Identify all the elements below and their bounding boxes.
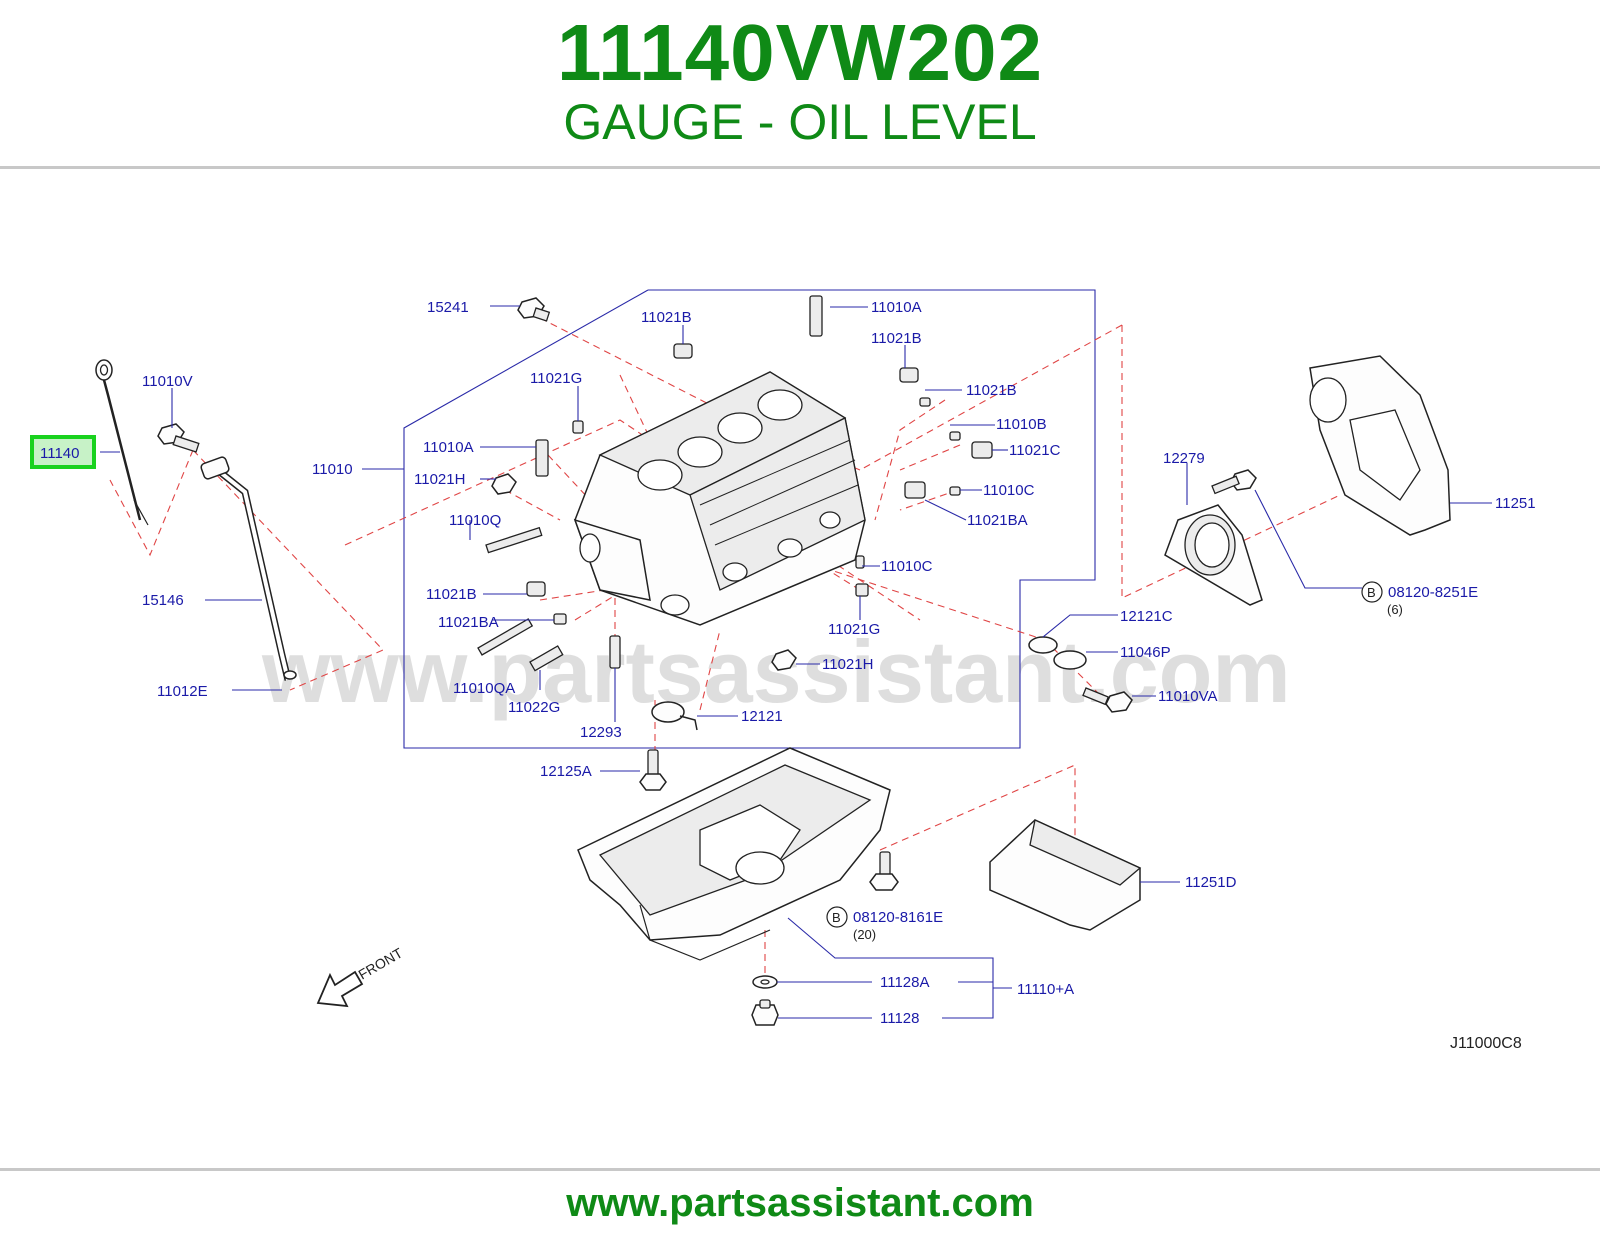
front-label: FRONT — [356, 944, 406, 982]
header-divider — [0, 166, 1600, 169]
part-label[interactable]: 11010V — [142, 373, 193, 390]
part-number-title: 11140VW202 — [557, 8, 1043, 97]
oil-pan-part — [577, 747, 891, 961]
part-label[interactable]: 11021G — [828, 621, 880, 638]
part-label[interactable]: 12121 — [741, 708, 783, 725]
drain-plug-parts — [751, 975, 779, 1026]
bolt-11010v-part — [157, 423, 200, 453]
rear-plate-part — [1309, 355, 1451, 536]
part-label[interactable]: 12121C — [1120, 608, 1173, 625]
front-direction-indicator: FRONT — [316, 944, 406, 1008]
oil-level-gauge-part — [95, 359, 149, 526]
part-label[interactable]: 11021B — [426, 586, 477, 603]
oil-baffle-part — [989, 819, 1142, 931]
part-label[interactable]: 11010C — [881, 558, 933, 575]
part-label[interactable]: 12279 — [1163, 450, 1205, 467]
footer-divider — [0, 1168, 1600, 1171]
part-label[interactable]: 11021BA — [438, 614, 499, 631]
highlight-box — [30, 435, 96, 469]
part-label[interactable]: 11010A — [423, 439, 474, 456]
part-label[interactable]: 11010VA — [1158, 688, 1218, 705]
drawing-code: J11000C8 — [1450, 1035, 1522, 1052]
part-label[interactable]: 15146 — [142, 592, 184, 609]
part-label[interactable]: 11021C — [1009, 442, 1061, 459]
stud-bolt-parts — [477, 295, 1257, 891]
part-label[interactable]: 11021BA — [967, 512, 1028, 529]
quantity-note: (20) — [853, 927, 876, 942]
part-label[interactable]: 11010C — [983, 482, 1035, 499]
part-label[interactable]: 11021B — [641, 309, 692, 326]
cylinder-block-part — [573, 371, 866, 626]
part-label[interactable]: 12293 — [580, 724, 622, 741]
bolt-15241-part — [517, 297, 551, 322]
part-label[interactable]: 11022G — [508, 699, 560, 716]
bolt-group-marker: B — [832, 910, 841, 925]
part-label[interactable]: 11021G — [530, 370, 582, 387]
gauge-guide-tube-part — [200, 456, 297, 681]
watermark: www.partsassistant.com — [261, 622, 1291, 721]
part-label[interactable]: 11010Q — [449, 512, 501, 529]
oil-strainer-gasket-part — [1028, 636, 1087, 670]
part-label[interactable]: 11251D — [1185, 874, 1237, 891]
leader-lines — [100, 305, 1492, 1019]
part-label[interactable]: 11021H — [822, 656, 873, 673]
part-label[interactable]: 11021B — [966, 382, 1017, 399]
part-label[interactable]: 08120-8161E — [853, 909, 943, 926]
part-labels: 15241 11021B 11010A 11021B 11010V 11140 … — [40, 299, 1536, 1027]
part-label[interactable]: 11251 — [1495, 495, 1536, 512]
quantity-note: (6) — [1387, 602, 1403, 617]
part-label[interactable]: 11110+A — [1017, 981, 1074, 998]
website-footer-link[interactable]: www.partsassistant.com — [566, 1181, 1034, 1225]
part-label[interactable]: 12125A — [540, 763, 592, 780]
part-name-subtitle: GAUGE - OIL LEVEL — [563, 94, 1037, 150]
part-label[interactable]: 11010QA — [453, 680, 515, 697]
rear-seal-retainer-part — [1164, 504, 1263, 606]
part-label[interactable]: 11021B — [871, 330, 922, 347]
bolt-group-marker: B — [1367, 585, 1376, 600]
part-label[interactable]: 11010B — [996, 416, 1047, 433]
part-label[interactable]: 08120-8251E — [1388, 584, 1478, 601]
part-label[interactable]: 11128 — [880, 1010, 920, 1027]
block-group-outline — [403, 289, 1096, 749]
part-label[interactable]: 11010A — [871, 299, 922, 316]
oil-strainer-part — [651, 701, 698, 731]
part-label[interactable]: 11021H — [414, 471, 465, 488]
part-label[interactable]: 11046P — [1120, 644, 1171, 661]
part-label[interactable]: 11010 — [312, 461, 353, 478]
part-label-selected[interactable]: 11140 — [40, 445, 80, 462]
part-label[interactable]: 11128A — [880, 974, 930, 991]
part-label[interactable]: 15241 — [427, 299, 469, 316]
part-label[interactable]: 11012E — [157, 683, 208, 700]
